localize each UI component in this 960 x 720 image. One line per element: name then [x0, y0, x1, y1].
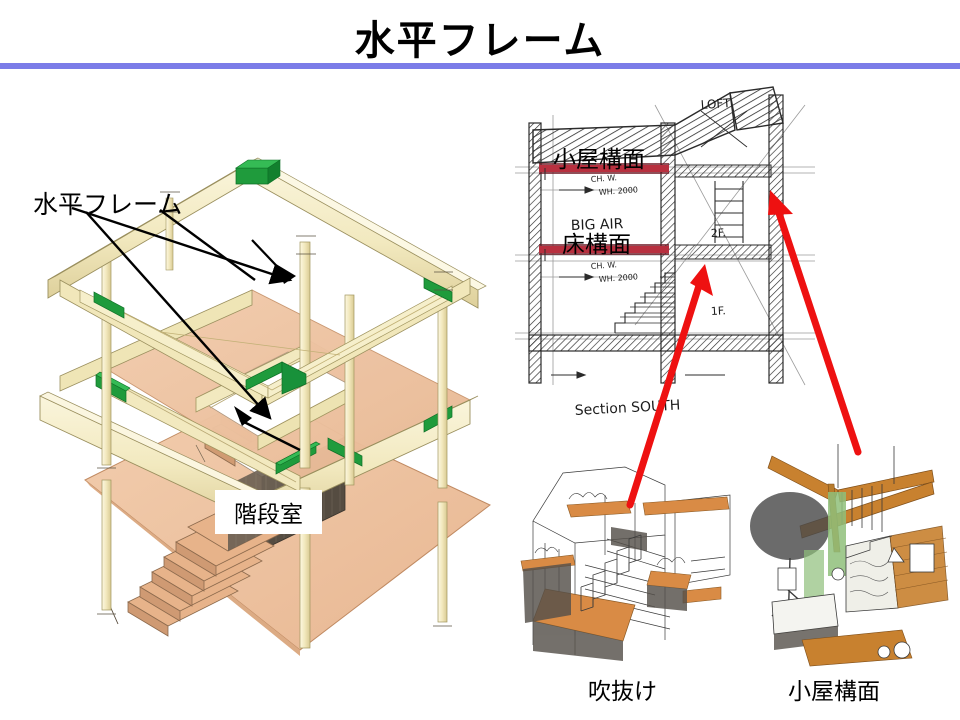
section-drawing: LOFT BIG AIR 2F. 1F. Section SOUTH CH. W… — [515, 85, 960, 445]
posts — [97, 241, 452, 649]
sketch-atrium — [515, 465, 740, 665]
isometric-frame-diagram — [0, 150, 520, 710]
section-svg: LOFT BIG AIR 2F. 1F. Section SOUTH CH. W… — [515, 86, 815, 419]
title-divider — [0, 63, 960, 69]
label-loft: LOFT — [700, 96, 731, 112]
roofplane-art — [777, 543, 935, 591]
section-loft-cross — [700, 110, 748, 148]
dim-note-4: WH. 2000 — [599, 272, 639, 284]
dim-note-2: WH. 2000 — [599, 185, 639, 197]
stairwell-label-box: 階段室 — [215, 490, 322, 534]
dim-note-1: CH. W. — [591, 173, 618, 184]
sketch-roof-plane-svg — [742, 440, 957, 668]
atrium-stair — [580, 534, 642, 612]
caption-atrium: 吹抜け — [588, 679, 657, 705]
atrium-plants — [534, 492, 686, 566]
roofplane-lamps — [831, 547, 911, 659]
callout-leader-lines — [71, 206, 301, 452]
sketch-atrium-svg — [515, 465, 740, 665]
section-label-roof-plane: 小屋構面 — [553, 147, 645, 173]
roof-frame — [47, 157, 487, 409]
caption-roof-plane: 小屋構面 — [788, 679, 880, 705]
page-title: 水平フレーム — [354, 18, 606, 64]
callout-arrow-heads — [234, 264, 296, 426]
roofplane-curtain — [804, 492, 846, 606]
dim-note-3: CH. W. — [591, 260, 618, 271]
label-1f: 1F. — [710, 304, 726, 318]
structural-plane-highlights — [539, 163, 669, 255]
label-2f: 2F. — [710, 226, 726, 240]
callout-label-horizontal-frame: 水平フレーム — [33, 190, 183, 219]
label-section-south: Section SOUTH — [574, 397, 680, 419]
isometric-svg — [39, 157, 491, 656]
label-big-air: BIG AIR — [571, 216, 624, 234]
section-label-floor-plane: 床構面 — [562, 232, 631, 258]
section-loft-ladder — [714, 181, 744, 243]
sketch-roof-plane — [742, 440, 957, 668]
